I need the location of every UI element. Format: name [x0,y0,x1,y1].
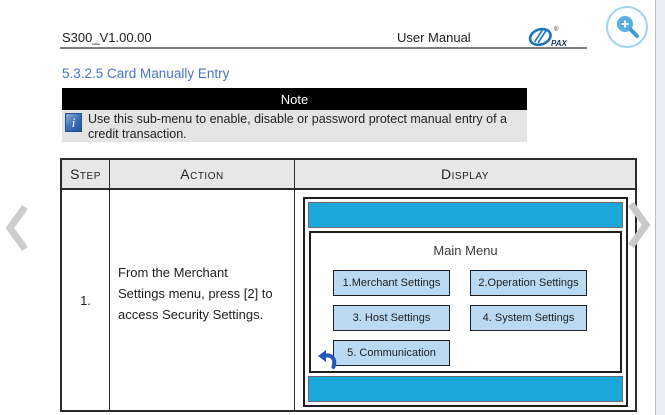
zoom-button[interactable] [606,6,648,48]
chevron-left-icon [5,204,28,252]
header-divider [60,47,587,49]
note-title-bar: Note [62,88,527,110]
info-icon: i [65,113,82,132]
svg-text:PAX: PAX [551,39,568,48]
column-header-step: Step [62,160,110,190]
note-body: i Use this sub-menu to enable, disable o… [62,110,527,142]
menu-button-host-settings: 3. Host Settings [333,305,450,331]
previous-page-button[interactable] [4,201,30,255]
column-header-action: Action [110,160,295,190]
menu-button-merchant-settings: 1.Merchant Settings [333,270,450,296]
document-title: User Manual [397,30,471,45]
column-header-display: Display [295,160,635,190]
menu-button-system-settings: 4. System Settings [470,305,587,331]
note-title: Note [280,91,309,107]
terminal-screen-mockup: Main Menu 1.Merchant Settings 2.Operatio… [303,197,628,407]
action-text: From the Merchant Settings menu, press [… [118,264,273,322]
menu-button-operation-settings: 2.Operation Settings [470,270,587,296]
pax-logo: ® PAX [527,23,569,49]
screen-title: Main Menu [433,243,498,258]
menu-button-communication: 5. Communication [333,340,450,366]
note-text: Use this sub-menu to enable, disable or … [88,112,507,141]
section-heading: 5.3.2.5 Card Manually Entry [62,66,230,81]
procedure-table: Step Action Display 1. From the Merchant… [60,158,637,412]
next-page-button[interactable] [626,198,652,252]
screen-bottom-bar [308,376,623,402]
screen-top-bar [308,202,623,228]
step-number-cell: 1. [62,190,110,410]
magnifier-plus-icon [617,16,639,38]
display-cell: Main Menu 1.Merchant Settings 2.Operatio… [295,190,635,410]
chevron-right-icon [628,201,651,249]
document-version: S300_V1.00.00 [62,30,152,45]
registered-mark: ® [554,26,559,33]
back-arrow-icon [316,349,338,370]
app-background-strip [655,0,665,415]
action-cell: From the Merchant Settings menu, press [… [110,190,295,410]
menu-button-grid: 1.Merchant Settings 2.Operation Settings… [333,270,620,366]
screen-body: Main Menu 1.Merchant Settings 2.Operatio… [309,231,622,373]
